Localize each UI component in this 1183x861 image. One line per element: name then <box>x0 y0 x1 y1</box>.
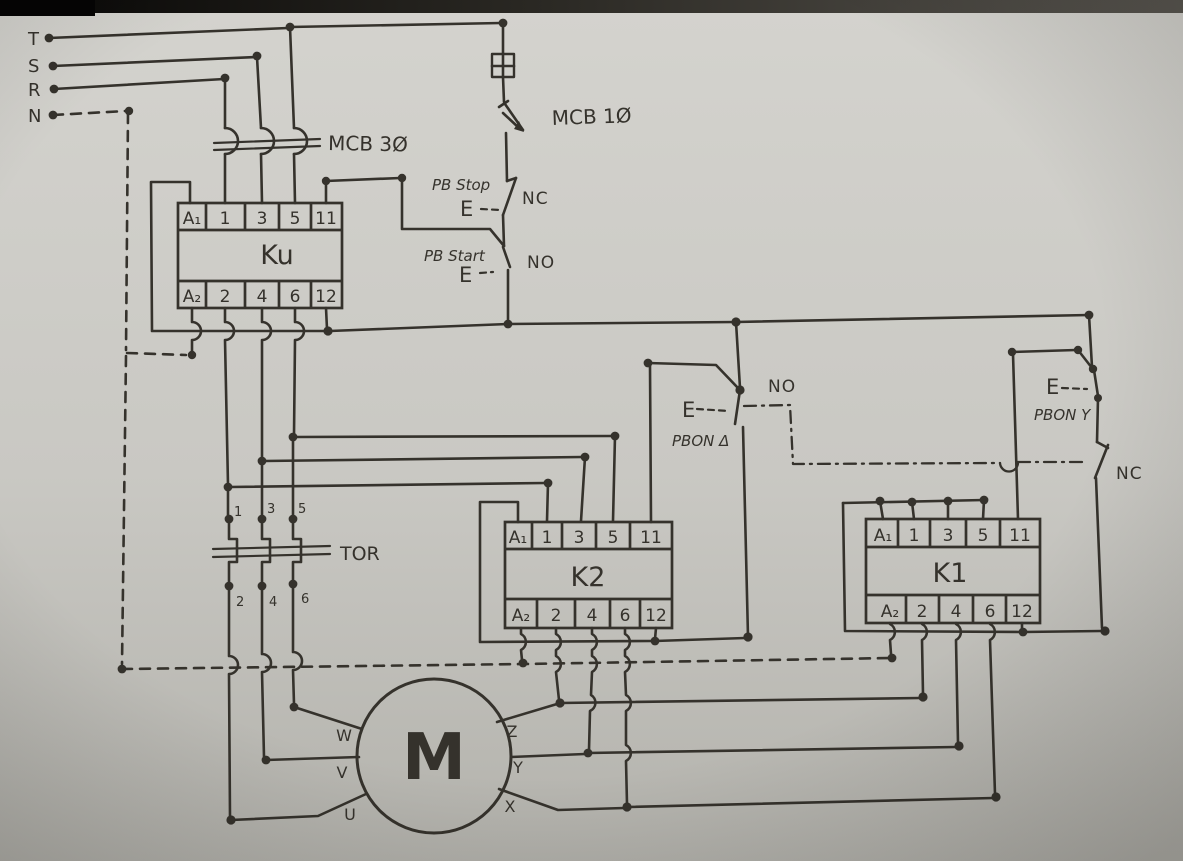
whiteboard-photo: T S R N MCB 3Ø MCB 1Ø PB Stop E NC PB St… <box>0 0 1183 861</box>
photo-vignette <box>0 0 1183 861</box>
wiring-diagram: T S R N MCB 3Ø MCB 1Ø PB Stop E NC PB St… <box>0 0 1183 861</box>
